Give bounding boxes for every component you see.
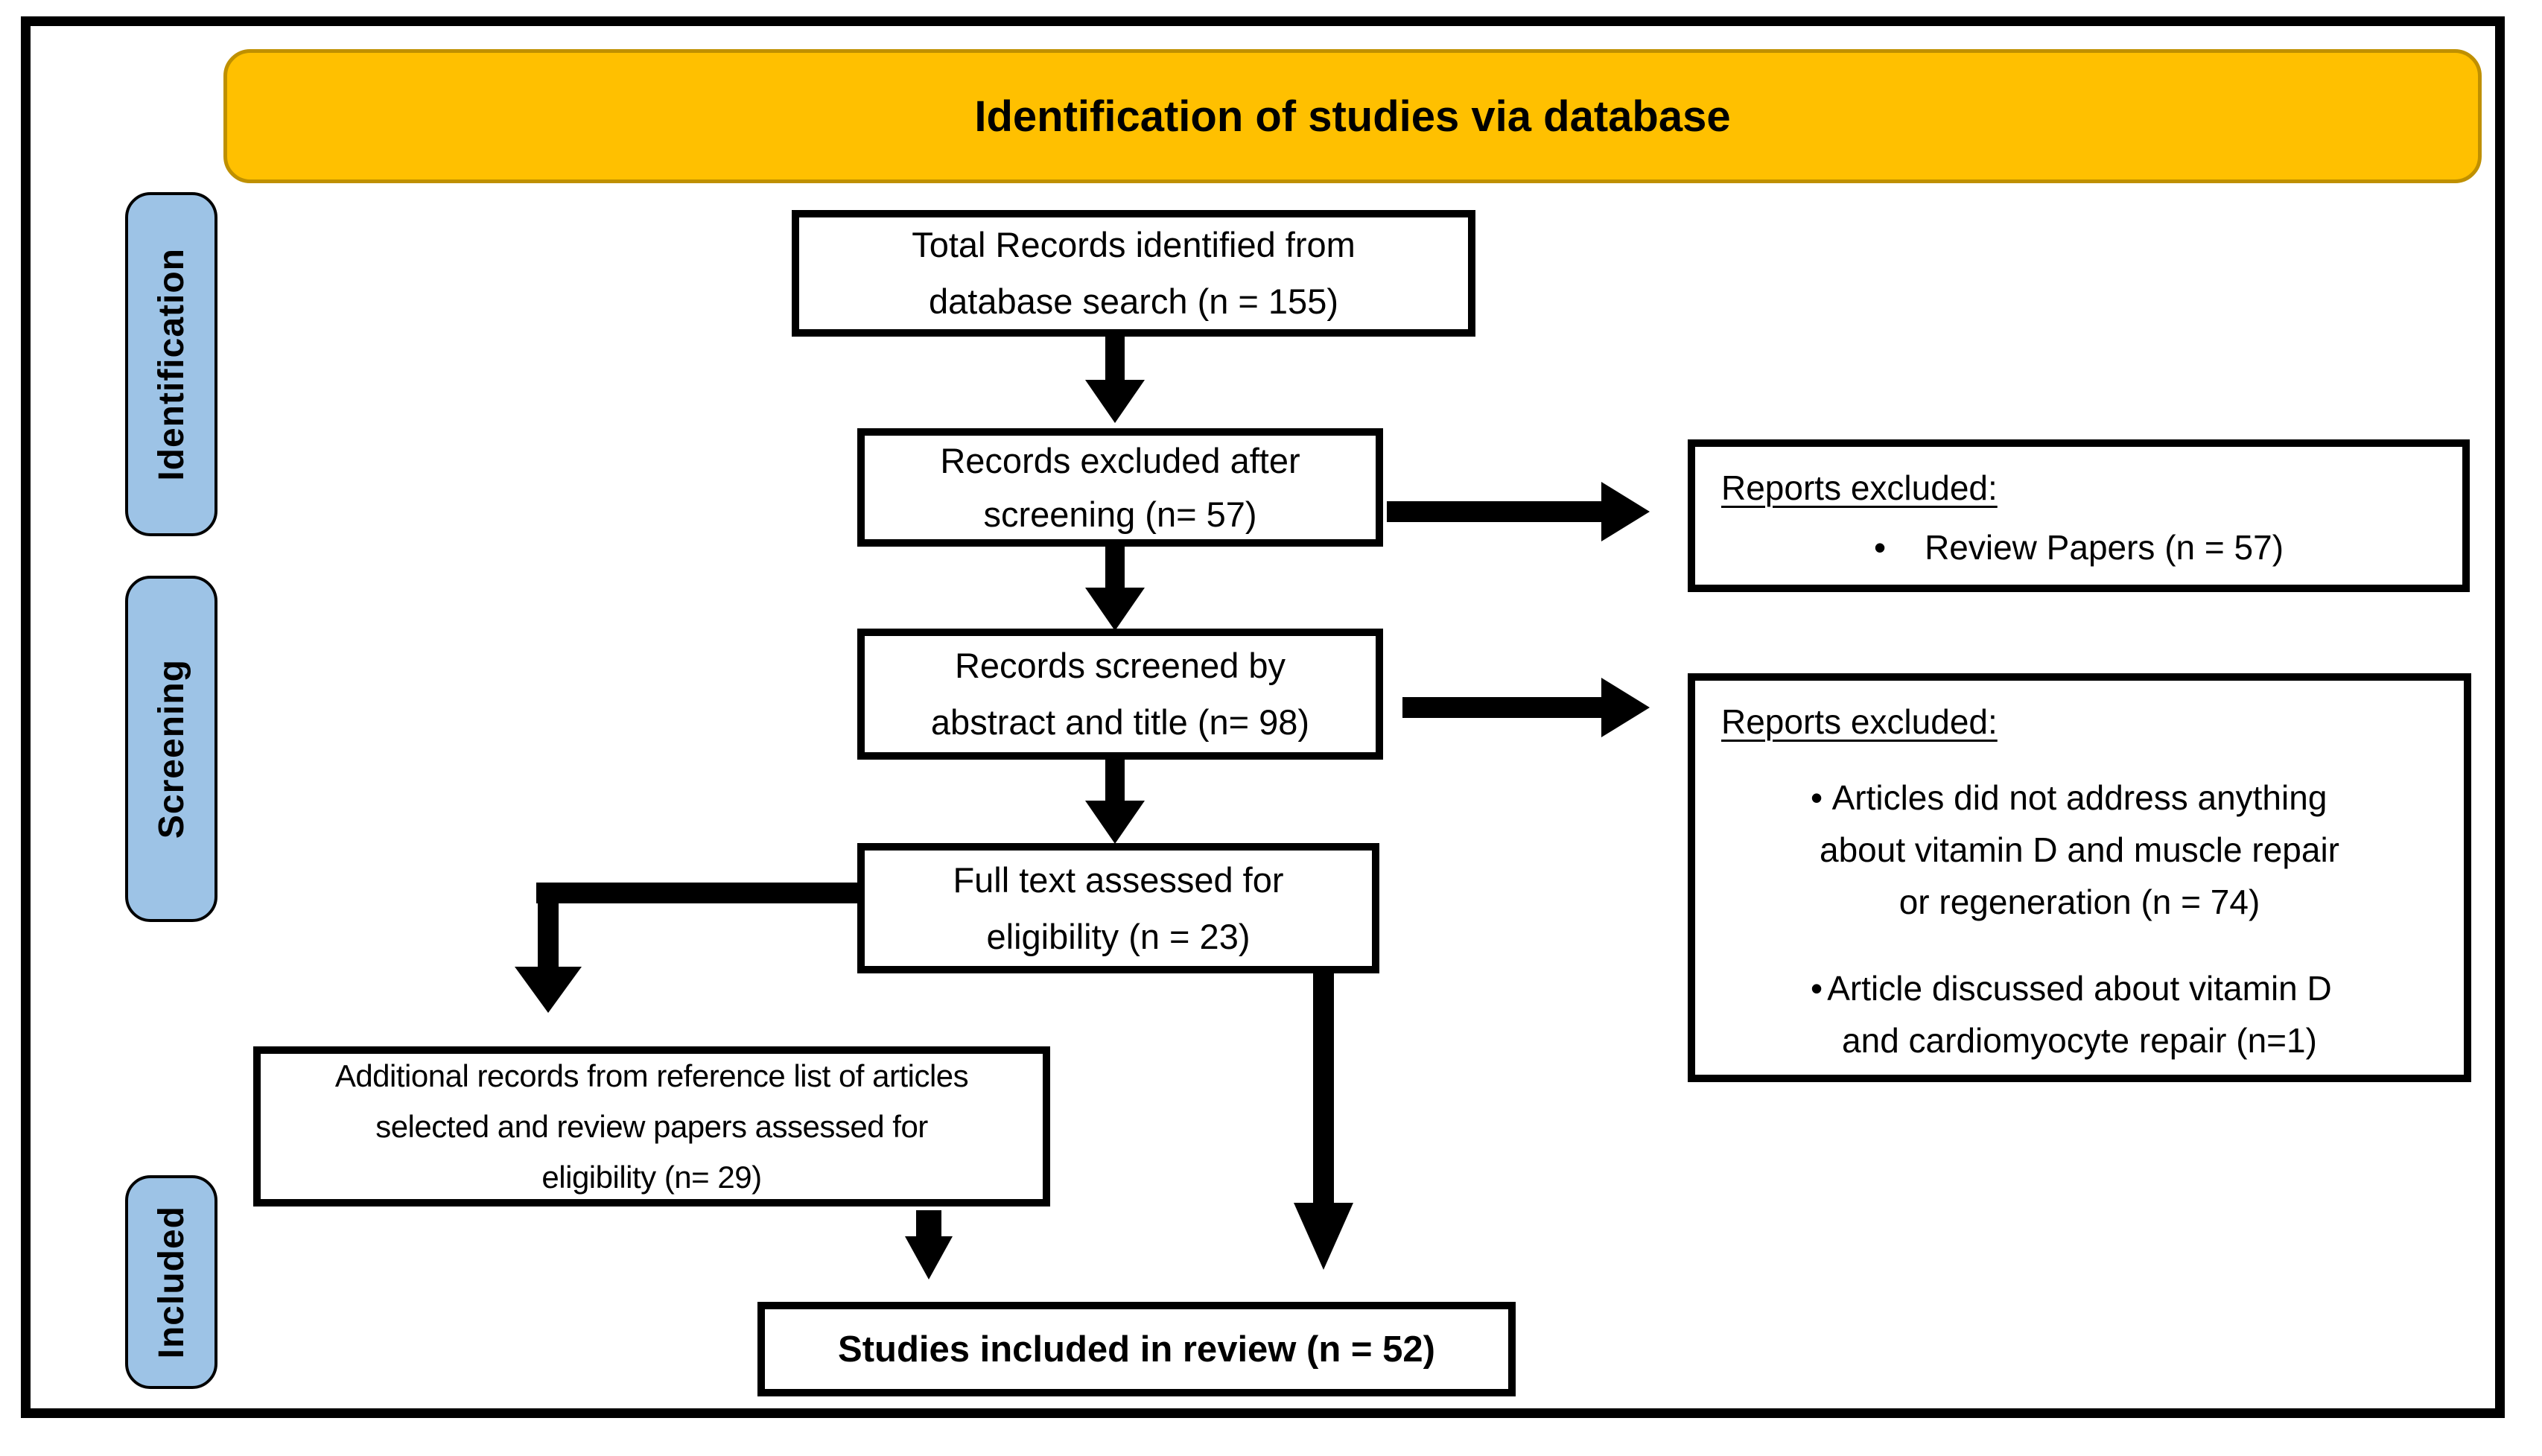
box-total-records: Total Records identified from database s… bbox=[792, 210, 1475, 337]
reports-excluded-2-heading: Reports excluded: bbox=[1721, 702, 1998, 741]
arrow-down-icon bbox=[1105, 547, 1125, 588]
arrow-down-head-icon bbox=[905, 1236, 953, 1279]
arrow-down-icon bbox=[1313, 973, 1334, 1203]
box-records-excluded: Records excluded after screening (n= 57) bbox=[857, 428, 1383, 547]
reports-excluded-1-heading: Reports excluded: bbox=[1721, 468, 1998, 507]
box-reports-excluded-1: Reports excluded: • Review Papers (n = 57… bbox=[1688, 439, 2470, 592]
bullet-icon: • bbox=[1873, 528, 1887, 567]
arrow-down-head-icon bbox=[1294, 1203, 1353, 1270]
box-additional-records: Additional records from reference list o… bbox=[253, 1046, 1050, 1207]
stage-screening: Screening bbox=[125, 576, 217, 922]
box-records-excluded-line1: Records excluded after bbox=[940, 440, 1300, 480]
stage-identification-label: Identification bbox=[151, 247, 191, 481]
arrow-down-head-icon bbox=[1085, 801, 1145, 844]
box-reports-excluded-2: Reports excluded: • Articles did not add… bbox=[1688, 673, 2471, 1082]
box-studies-included-text: Studies included in review (n = 52) bbox=[838, 1329, 1435, 1370]
bullet-icon: • bbox=[1811, 778, 1823, 817]
elbow-arrow-horizontal-icon bbox=[536, 883, 857, 903]
bullet-icon: • bbox=[1811, 969, 1823, 1008]
box-records-screened-line2: abstract and title (n= 98) bbox=[930, 702, 1310, 742]
box-total-records-line1: Total Records identified from bbox=[912, 225, 1356, 264]
arrow-down-head-icon bbox=[1085, 588, 1145, 631]
reports-excluded-2-item2-line2: and cardiomyocyte repair (n=1) bbox=[1842, 1021, 2317, 1060]
box-fulltext-assessed-line1: Full text assessed for bbox=[953, 859, 1284, 900]
arrow-down-icon bbox=[1105, 760, 1125, 801]
box-additional-records-line2: selected and review papers assessed for bbox=[375, 1108, 928, 1144]
box-additional-records-line3: eligibility (n= 29) bbox=[541, 1159, 762, 1195]
diagram-title: Identification of studies via database bbox=[974, 92, 1731, 141]
box-total-records-line2: database search (n = 155) bbox=[928, 282, 1338, 321]
reports-excluded-1-item: • Review Papers (n = 57) bbox=[1721, 527, 2436, 568]
arrow-down-icon bbox=[916, 1210, 941, 1236]
box-fulltext-assessed-line2: eligibility (n = 23) bbox=[986, 916, 1251, 956]
arrow-down-head-icon bbox=[1085, 380, 1145, 423]
outer-frame bbox=[21, 16, 2505, 1418]
stage-included-label: Included bbox=[151, 1205, 191, 1359]
title-banner: Identification of studies via database bbox=[223, 49, 2482, 183]
stage-included: Included bbox=[125, 1175, 217, 1389]
arrow-right-head-icon bbox=[1601, 678, 1650, 737]
box-records-screened: Records screened by abstract and title (… bbox=[857, 629, 1383, 760]
reports-excluded-2-item2-line1: Article discussed about vitamin D bbox=[1827, 969, 2332, 1008]
stage-screening-label: Screening bbox=[151, 658, 191, 839]
arrow-down-head-icon bbox=[515, 967, 582, 1013]
arrow-right-icon bbox=[1387, 501, 1601, 522]
stage-identification: Identification bbox=[125, 192, 217, 536]
reports-excluded-1-item-text: Review Papers (n = 57) bbox=[1925, 528, 2284, 567]
box-additional-records-line1: Additional records from reference list o… bbox=[334, 1058, 969, 1093]
box-records-excluded-line2: screening (n= 57) bbox=[983, 494, 1257, 534]
box-studies-included: Studies included in review (n = 52) bbox=[757, 1302, 1516, 1396]
reports-excluded-2-item1-line2: about vitamin D and muscle repair bbox=[1820, 830, 2339, 869]
arrow-down-icon bbox=[1105, 337, 1125, 380]
box-records-screened-line1: Records screened by bbox=[954, 646, 1286, 685]
box-fulltext-assessed: Full text assessed for eligibility (n = … bbox=[857, 843, 1379, 973]
reports-excluded-2-item1: • Articles did not address anything abou… bbox=[1721, 772, 2438, 928]
reports-excluded-2-item2: • Article discussed about vitamin D and … bbox=[1721, 962, 2438, 1066]
reports-excluded-2-item1-line1: Articles did not address anything bbox=[1831, 778, 2327, 817]
elbow-arrow-vertical-icon bbox=[538, 903, 559, 967]
reports-excluded-2-item1-line3: or regeneration (n = 74) bbox=[1898, 883, 2260, 921]
arrow-right-head-icon bbox=[1601, 482, 1650, 541]
arrow-right-icon bbox=[1402, 697, 1601, 718]
